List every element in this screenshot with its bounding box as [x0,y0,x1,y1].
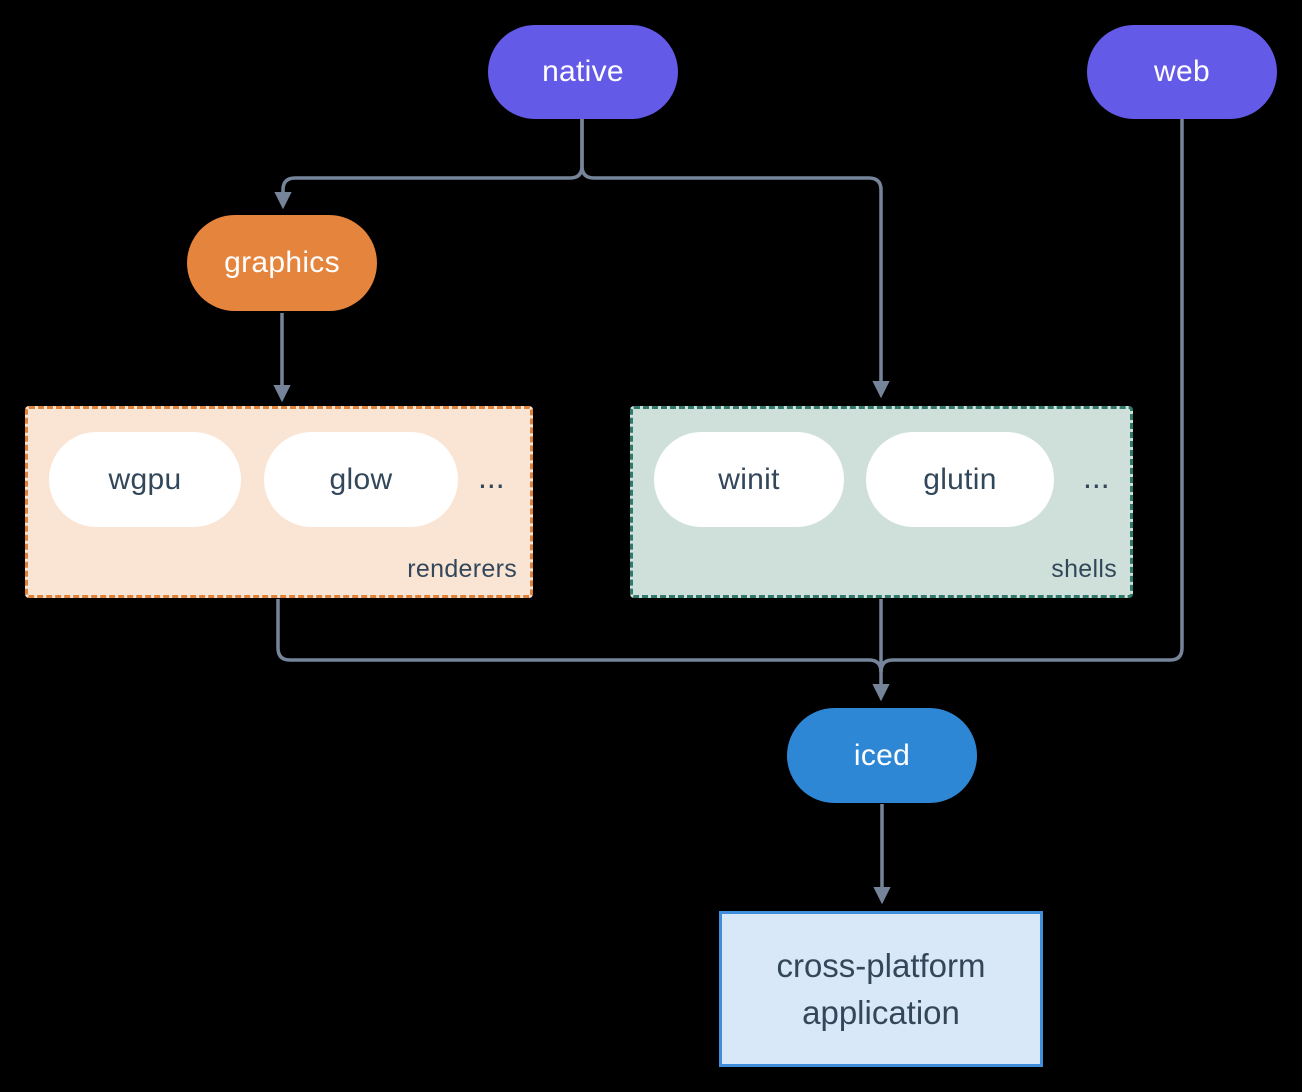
node-wgpu-label: wgpu [108,462,182,496]
node-web: web [1087,25,1277,119]
application-label-line1: cross-platform [776,947,986,984]
edge-native-graphics [274,118,584,210]
node-cross-platform-application: cross-platform application [719,911,1043,1067]
renderers-ellipsis: ... [478,459,505,495]
edge-renderers-merge [276,599,883,673]
shells-ellipsis: ... [1083,459,1110,495]
group-shells: winit glutin ... shells [630,406,1133,598]
node-glow: glow [264,432,458,527]
node-graphics: graphics [187,215,377,311]
group-renderers: wgpu glow ... renderers [25,406,533,598]
shells-group-label: shells [1051,555,1117,583]
node-iced: iced [787,708,977,803]
node-winit-label: winit [718,462,780,496]
node-winit: winit [654,432,844,527]
node-web-label: web [1154,55,1210,88]
edge-native-shells [580,118,890,399]
node-native-label: native [542,55,624,88]
node-glow-label: glow [329,462,393,496]
node-wgpu: wgpu [49,432,241,527]
node-glutin-label: glutin [923,462,997,496]
application-label-line2: application [802,994,960,1031]
node-graphics-label: graphics [224,246,340,279]
node-iced-label: iced [853,738,911,772]
node-native: native [488,25,678,119]
renderers-group-label: renderers [407,555,517,583]
node-glutin: glutin [866,432,1054,527]
